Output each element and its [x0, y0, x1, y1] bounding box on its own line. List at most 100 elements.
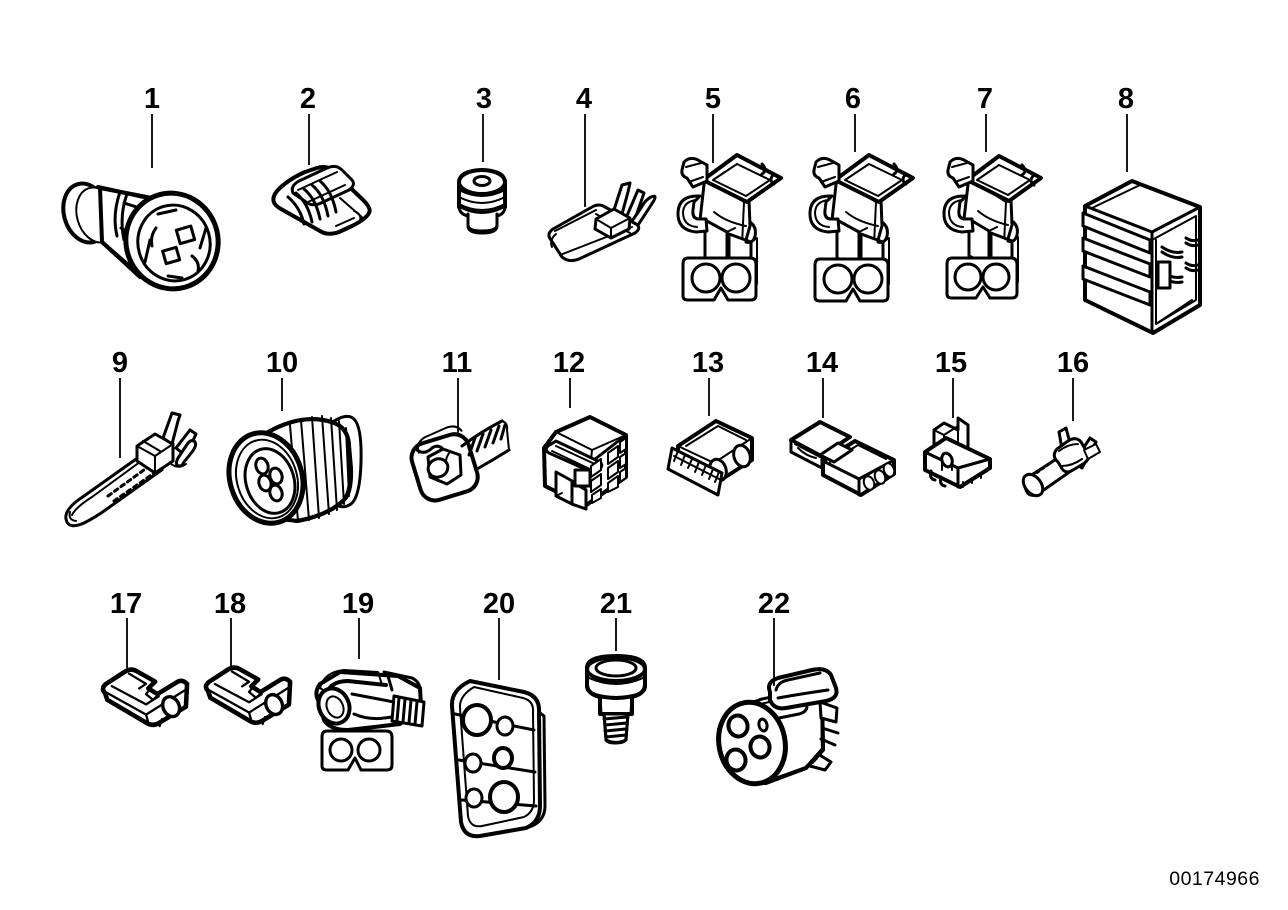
callout-16[interactable]: 16	[1057, 347, 1089, 421]
part-drawing-4-stroke-4	[547, 203, 641, 263]
part-drawing-16	[1021, 426, 1101, 498]
part-drawing-7-stroke-10	[946, 156, 975, 189]
part-drawing-19-stroke-9	[395, 696, 419, 726]
part-drawing-17	[100, 667, 190, 728]
callout-14-label[interactable]: 14	[806, 347, 838, 379]
callout-15[interactable]: 15	[935, 347, 967, 418]
part-drawing-4-stroke-8	[550, 233, 557, 248]
part-drawing-16-stroke-8	[1083, 443, 1101, 460]
part-drawing-12-stroke-13	[607, 445, 619, 465]
callout-6-label[interactable]: 6	[845, 83, 861, 115]
part-drawing-20-stroke-7	[463, 752, 483, 774]
part-drawing-14-stroke-10	[882, 462, 896, 478]
callout-1-label[interactable]: 1	[144, 83, 160, 115]
part-drawing-13-stroke-7	[673, 450, 720, 483]
part-drawing-6-stroke-8	[844, 163, 903, 197]
callout-11[interactable]: 11	[442, 347, 473, 434]
part-drawing-5-stroke-16	[720, 262, 752, 294]
part-drawing-7-stroke-16	[981, 262, 1011, 292]
callout-17[interactable]: 17	[110, 588, 142, 668]
part-drawing-22-stroke-8	[748, 734, 772, 760]
part-drawing-9-stroke-9	[169, 462, 187, 468]
part-drawing-4	[547, 181, 657, 263]
part-drawing-16-stroke-7	[1058, 443, 1083, 467]
part-drawing-21-stroke-5	[588, 677, 644, 685]
callout-12-label[interactable]: 12	[553, 347, 585, 379]
part-drawing-8-stroke-8	[1184, 236, 1200, 248]
callout-9-label[interactable]: 9	[112, 347, 128, 379]
part-drawing-12-stroke-10	[590, 458, 602, 478]
part-drawing-20-stroke-10	[488, 780, 520, 814]
callout-5-label[interactable]: 5	[705, 83, 721, 115]
callout-15-label[interactable]: 15	[935, 347, 967, 379]
callout-7[interactable]: 7	[977, 83, 993, 152]
part-drawing-9-stroke-6	[161, 411, 182, 446]
part-drawing-22-stroke-9	[757, 717, 769, 733]
callout-1[interactable]: 1	[144, 83, 160, 168]
part-drawing-1-stroke-10	[143, 208, 208, 280]
callout-20-label[interactable]: 20	[483, 588, 515, 620]
part-drawing-4-stroke-6	[593, 207, 632, 240]
part-drawing-3-stroke-7	[466, 212, 499, 233]
part-drawing-8-stroke-3	[1091, 184, 1197, 325]
callout-14[interactable]: 14	[806, 347, 838, 418]
part-drawing-8-stroke-6	[1081, 264, 1152, 307]
callout-9[interactable]: 9	[112, 347, 128, 458]
part-drawing-14-stroke-9	[873, 469, 887, 485]
part-drawing-6-stroke-16	[852, 263, 884, 295]
callout-19-label[interactable]: 19	[342, 588, 374, 620]
callout-5[interactable]: 5	[705, 83, 721, 163]
callout-12[interactable]: 12	[553, 347, 585, 408]
callout-22-label[interactable]: 22	[758, 588, 790, 620]
part-drawing-12-stroke-16	[619, 437, 627, 454]
part-drawing-3-stroke-3	[472, 175, 492, 187]
part-drawing-14-stroke-5	[821, 458, 896, 497]
callout-7-label[interactable]: 7	[977, 83, 993, 115]
part-drawing-12-stroke-9	[573, 468, 592, 488]
callout-2-label[interactable]: 2	[300, 83, 316, 115]
part-drawing-12-stroke-12	[591, 488, 602, 504]
callout-10-label[interactable]: 10	[266, 347, 298, 379]
part-drawing-22	[716, 667, 840, 787]
part-drawing-14	[789, 420, 896, 497]
callout-19[interactable]: 19	[342, 588, 374, 659]
callout-3-label[interactable]: 3	[476, 83, 492, 115]
part-drawing-9-stroke-3	[106, 465, 162, 503]
callout-13[interactable]: 13	[692, 347, 724, 416]
callout-2[interactable]: 2	[300, 83, 316, 165]
callout-6[interactable]: 6	[845, 83, 861, 152]
callout-8-label[interactable]: 8	[1118, 83, 1134, 115]
part-drawing-19	[314, 669, 426, 772]
callout-18-label[interactable]: 18	[214, 588, 246, 620]
part-drawing-7-stroke-8	[976, 164, 1031, 196]
part-drawing-22-stroke-7	[724, 747, 748, 773]
part-drawing-1-stroke-9	[136, 203, 212, 283]
callout-3[interactable]: 3	[476, 83, 492, 162]
callout-17-label[interactable]: 17	[110, 588, 142, 620]
part-drawing-22-stroke-6	[726, 713, 750, 739]
part-drawing-20	[449, 679, 547, 839]
callout-4-label[interactable]: 4	[576, 83, 592, 115]
callout-11-label[interactable]: 11	[442, 347, 473, 379]
callout-21-label[interactable]: 21	[600, 588, 632, 620]
part-drawing-20-stroke-9	[464, 787, 484, 809]
callout-10[interactable]: 10	[266, 347, 298, 411]
callout-22[interactable]: 22	[758, 588, 790, 686]
part-drawing-7	[942, 154, 1043, 300]
callout-8[interactable]: 8	[1118, 83, 1134, 172]
callout-4[interactable]: 4	[576, 83, 592, 207]
callout-16-label[interactable]: 16	[1057, 347, 1089, 379]
callout-18[interactable]: 18	[214, 588, 246, 666]
callout-13-label[interactable]: 13	[692, 347, 724, 379]
part-drawing-11-stroke-8	[467, 423, 507, 457]
part-drawing-22-stroke-13	[808, 726, 840, 772]
part-drawing-12-stroke-11	[590, 473, 602, 493]
callout-20[interactable]: 20	[483, 588, 515, 680]
part-drawing-8-stroke-12	[1155, 299, 1193, 325]
part-drawing-9-stroke-5	[136, 440, 174, 474]
part-drawing-3-stroke-5	[458, 189, 506, 211]
part-drawing-21-stroke-3	[594, 658, 638, 678]
part-drawing-14-stroke-7	[818, 441, 854, 464]
callout-21[interactable]: 21	[600, 588, 632, 651]
